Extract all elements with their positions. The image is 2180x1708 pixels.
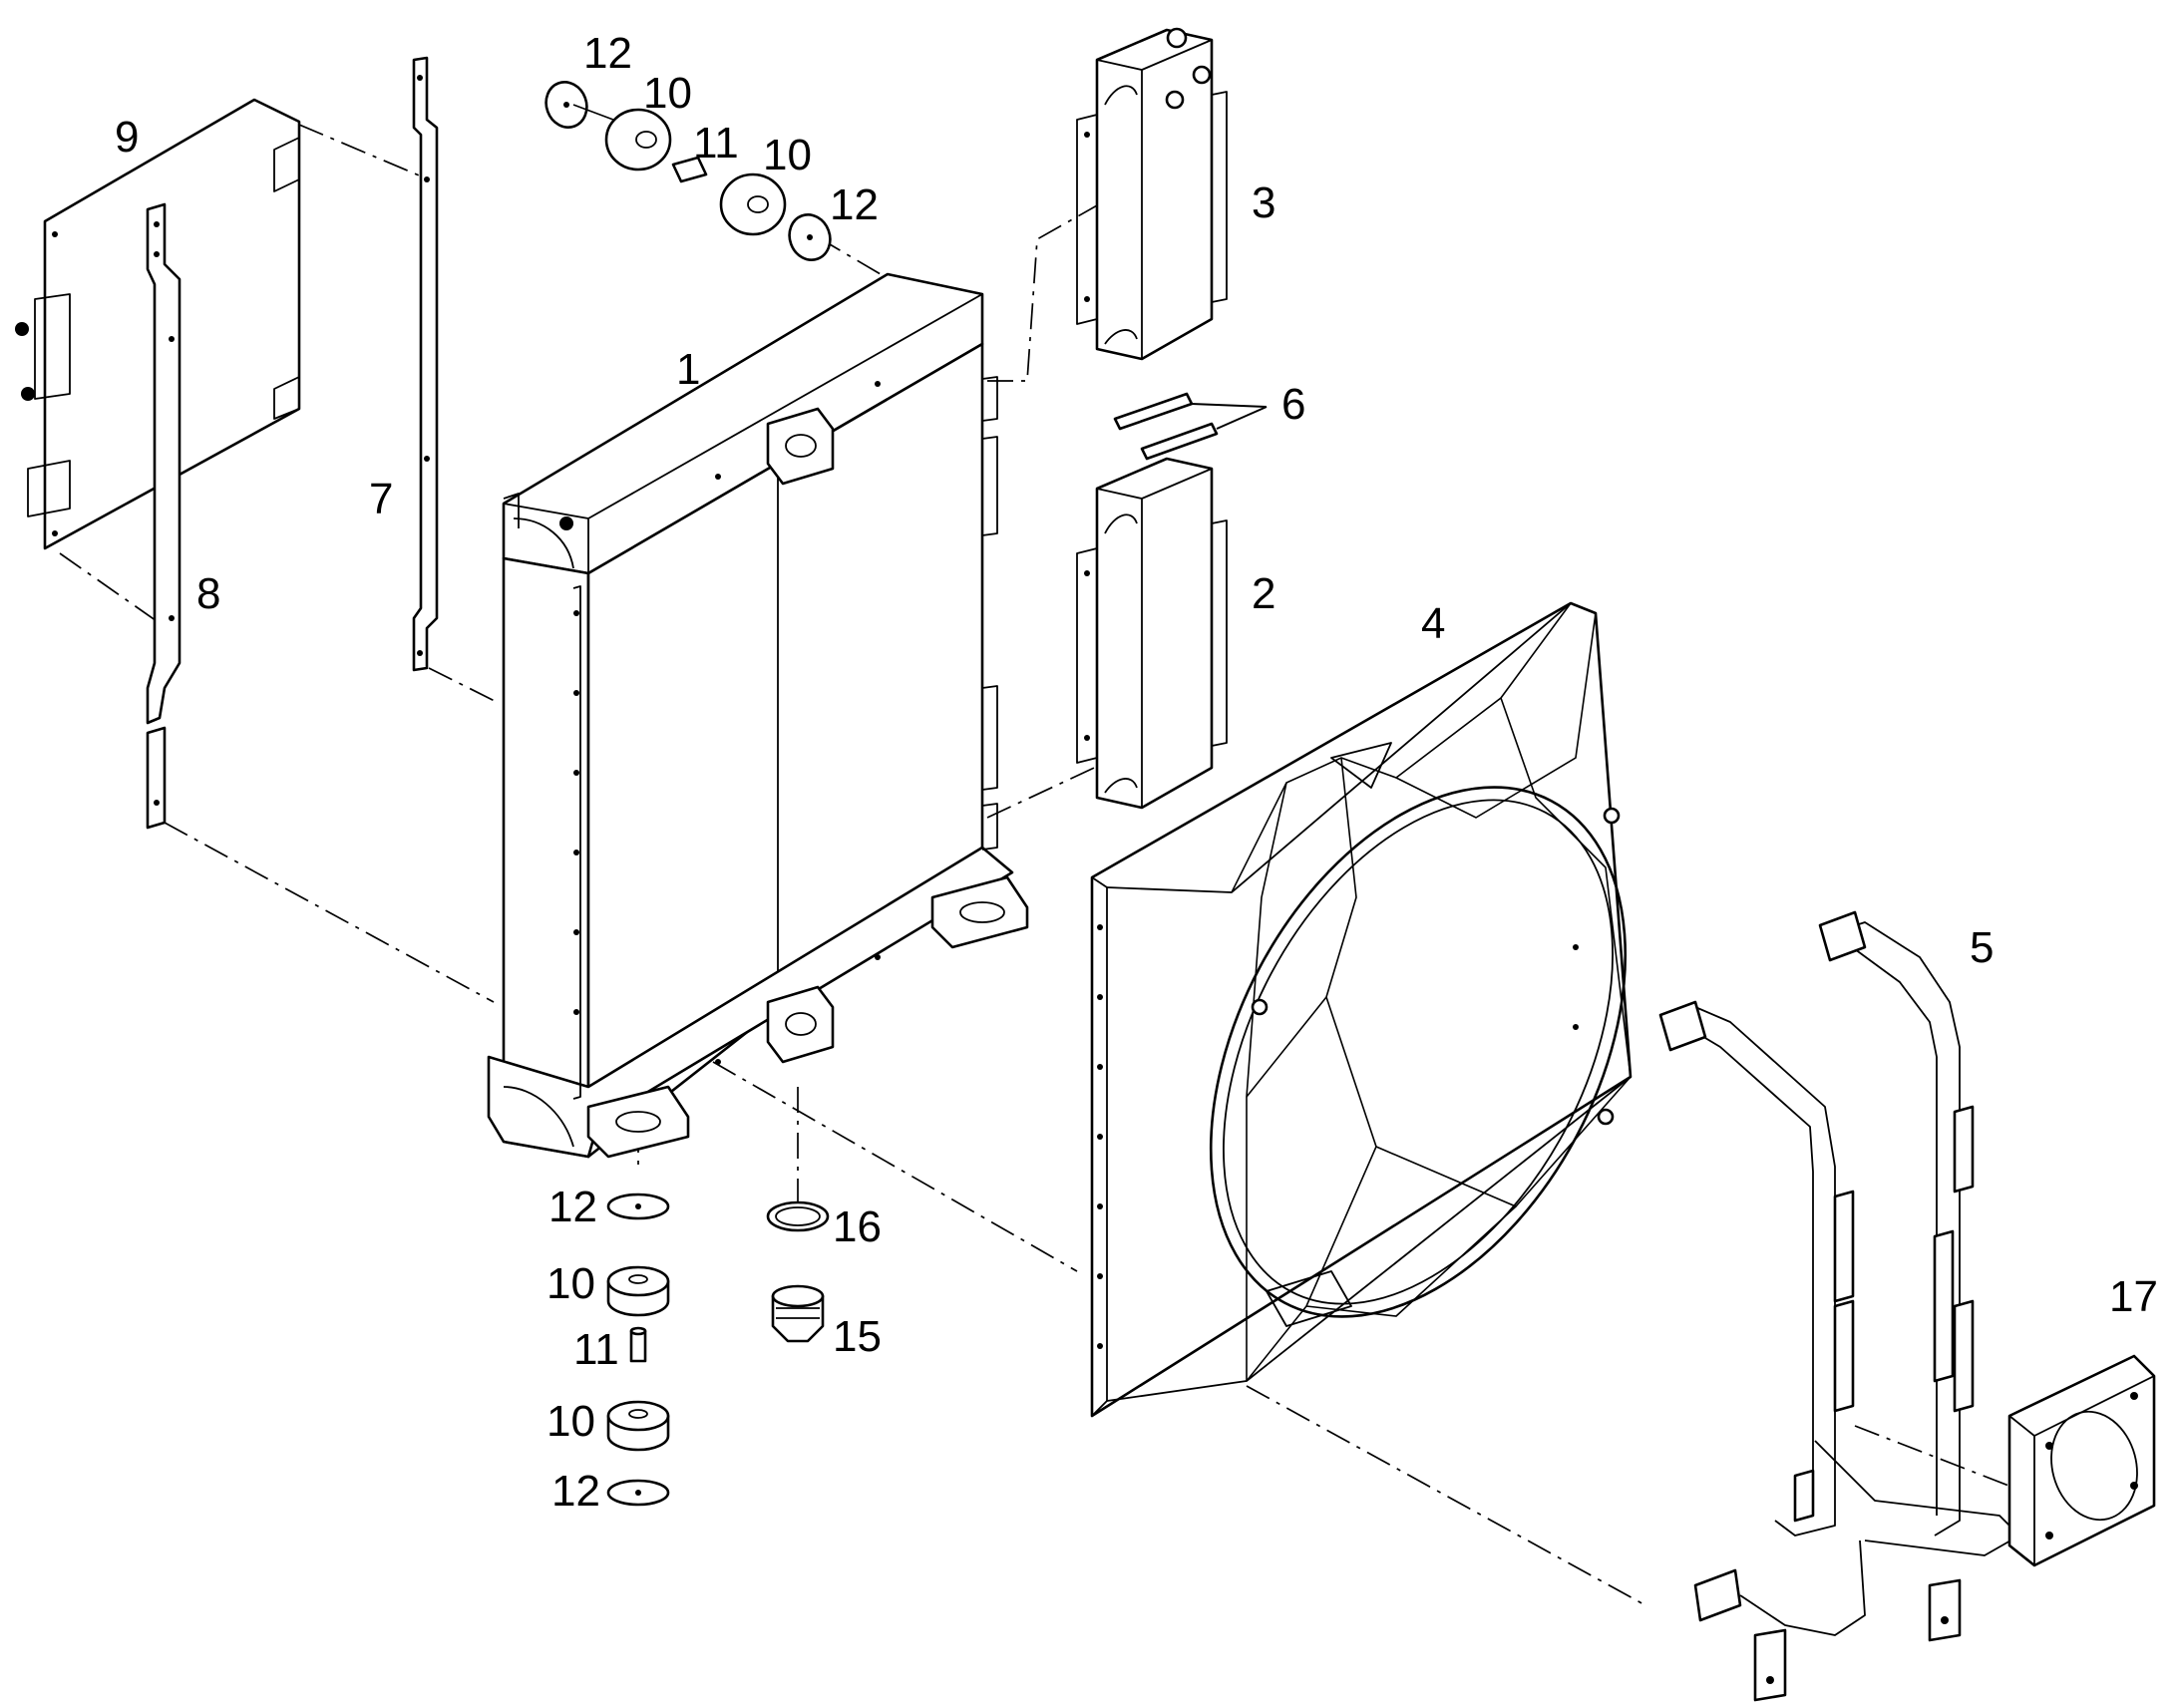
callout-part-10-bottom-lower: 10 bbox=[546, 1397, 595, 1446]
callout-part-6: 6 bbox=[1281, 380, 1305, 429]
callout-part-17: 17 bbox=[2109, 1272, 2158, 1321]
callout-part-10-top-right: 10 bbox=[763, 131, 812, 179]
callout-part-7: 7 bbox=[369, 475, 393, 523]
callout-part-9: 9 bbox=[115, 113, 139, 162]
callout-part-5: 5 bbox=[1970, 923, 1994, 972]
callout-part-11-bottom: 11 bbox=[573, 1325, 619, 1374]
callout-part-1: 1 bbox=[676, 345, 700, 394]
callout-part-8: 8 bbox=[196, 569, 220, 618]
callout-labels: 1 2 3 4 5 6 7 8 9 12 10 11 10 12 12 10 1… bbox=[115, 29, 2158, 1516]
top-isolator-stack bbox=[545, 81, 832, 261]
part-7-bracket bbox=[412, 56, 439, 672]
callout-part-4: 4 bbox=[1421, 599, 1445, 648]
part-8-long-bracket bbox=[146, 202, 182, 830]
callout-part-3: 3 bbox=[1252, 178, 1275, 227]
callout-part-10-top-left: 10 bbox=[643, 69, 692, 118]
part-3-upper-cooler bbox=[1076, 27, 1228, 361]
assembly-leader-lines bbox=[59, 124, 2035, 1606]
part-2-lower-cooler bbox=[1076, 457, 1228, 810]
callout-part-12-top-right: 12 bbox=[830, 180, 879, 229]
part-15-fitting bbox=[771, 1284, 825, 1343]
part-17-mounting-plate bbox=[2007, 1354, 2156, 1567]
callout-part-10-bottom-upper: 10 bbox=[546, 1259, 595, 1308]
callout-part-11-top: 11 bbox=[693, 119, 739, 168]
callout-part-12-bottom-lower: 12 bbox=[551, 1467, 600, 1516]
bottom-isolator-stack bbox=[606, 1193, 670, 1507]
part-16-seal-ring bbox=[766, 1200, 830, 1232]
callout-part-2: 2 bbox=[1252, 569, 1275, 618]
part-5-support-frames bbox=[1658, 910, 2020, 1702]
callout-part-12-top-left: 12 bbox=[583, 29, 632, 78]
callout-part-12-bottom-upper: 12 bbox=[548, 1183, 597, 1231]
part-6-strips bbox=[1113, 392, 1268, 461]
part-1-radiator bbox=[487, 272, 1029, 1159]
callout-part-16: 16 bbox=[833, 1202, 882, 1251]
callout-part-15: 15 bbox=[833, 1312, 882, 1361]
part-4-fan-shroud bbox=[1090, 601, 1633, 1418]
